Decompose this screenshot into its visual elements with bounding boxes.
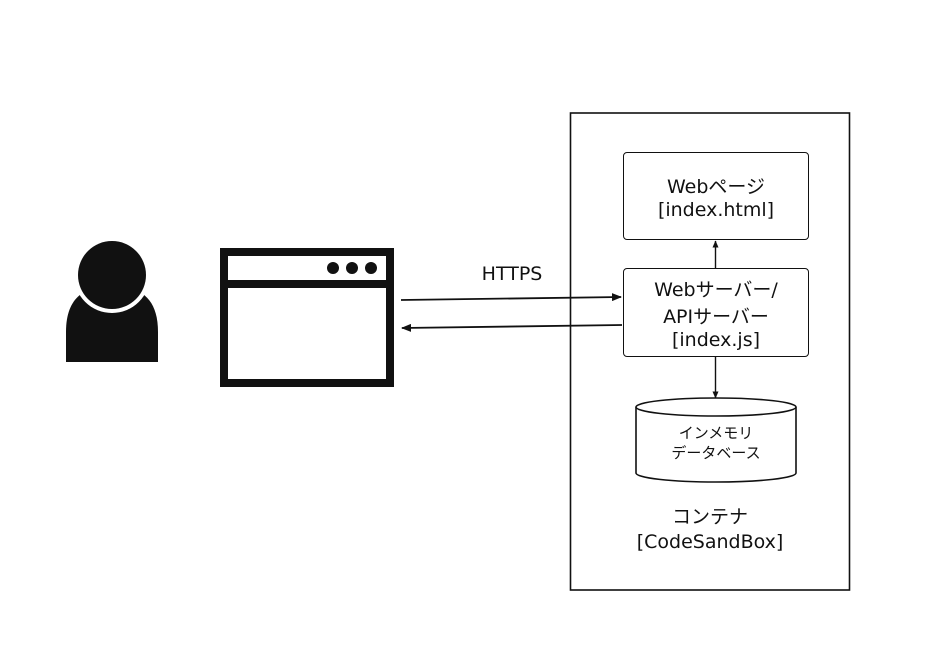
database-label-line1: インメモリ [678, 424, 754, 442]
container-title: コンテナ [671, 506, 748, 528]
server-label-line1: Webサーバー/ [654, 278, 778, 301]
request-arrow [400, 293, 622, 302]
database-cylinder [635, 397, 797, 483]
https-label: HTTPS [481, 263, 543, 285]
server-box: Webサーバー/ APIサーバー [index.js] [623, 268, 809, 357]
container-label: コンテナ [CodeSandBox] [600, 505, 820, 554]
response-arrow [401, 323, 623, 332]
server-label-line2: APIサーバー [663, 305, 769, 328]
container-boundary [569, 112, 851, 591]
server-file: [index.js] [671, 328, 761, 351]
user-icon [66, 237, 158, 362]
database-label: インメモリ データベース [636, 424, 796, 463]
webpage-box: Webページ [index.html] [623, 152, 809, 240]
browser-window-icon [220, 248, 394, 387]
webpage-title: Webページ [666, 175, 766, 198]
webpage-file: [index.html] [657, 198, 775, 221]
database-label-line2: データベース [671, 443, 761, 462]
container-subtitle: [CodeSandBox] [636, 530, 784, 553]
